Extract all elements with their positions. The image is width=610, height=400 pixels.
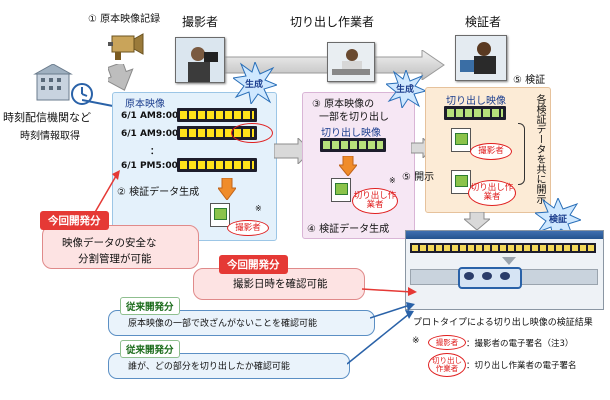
callout1-line1: 映像データの安全な: [62, 237, 157, 249]
panel3-side-text: 各検証データを共に開示: [534, 94, 545, 204]
legend-mark: ※: [412, 336, 420, 346]
verifier-label: 検証者: [465, 15, 502, 29]
generate-burst-1: [233, 62, 277, 104]
verify-burst: [535, 198, 581, 238]
prototype-window: [405, 230, 604, 310]
verifier-photo: [455, 35, 507, 81]
verification-doc-2: [331, 178, 351, 202]
panel1-step: ② 検証データ生成: [117, 187, 200, 198]
verify-down-arrow: [464, 212, 490, 230]
callout1-line2: 分割管理が可能: [78, 253, 152, 265]
recording-label: ① 原本映像記録: [88, 14, 161, 25]
panel2-step: ④ 検証データ生成: [307, 224, 390, 235]
panel3-disclose: ⑤ 開示: [402, 172, 435, 183]
asterisk-2: ※: [389, 176, 396, 185]
callout1-pointer: [93, 170, 120, 215]
callout3-pointer: [370, 302, 415, 319]
cut-selection-oval: [231, 123, 273, 143]
panel1-down-arrow: [218, 178, 236, 200]
verification-doc-1: [210, 203, 230, 227]
callout2-tag: 今回開発分: [219, 255, 288, 274]
record-arrow: [108, 64, 134, 91]
callout-who-cut: [108, 353, 350, 379]
generate-burst-2-label: 生成: [396, 85, 415, 95]
photographer-photo: [175, 37, 225, 83]
cutter-signature-2: 切り出し作業者: [352, 188, 398, 214]
film-strip-1: [177, 108, 257, 122]
cutter-photo: [327, 42, 375, 82]
verify-film-strip: [444, 106, 506, 120]
panel2-down-arrow: [339, 156, 357, 176]
generate-burst-1-label: 生成: [245, 80, 264, 90]
callout4-tag: 従来開発分: [120, 340, 180, 358]
panel2-sub: 切り出し映像: [321, 128, 381, 139]
panel1-time-2: 6/1 AM9:00: [121, 129, 179, 139]
panel1-time-4: 6/1 PM5:00: [121, 161, 178, 171]
photographer-signature-1: 撮影者: [227, 220, 269, 236]
cutter-label: 切り出し作業者: [290, 15, 375, 29]
panel3-step: ⑤ 検証: [513, 75, 546, 86]
panel1-time-1: 6/1 AM8:00: [121, 111, 179, 121]
clock-icon: [70, 82, 94, 106]
verification-doc-3b: [451, 170, 471, 194]
verify-burst-label: 検証: [549, 215, 568, 225]
cutter-signature-3: 切り出し作業者: [468, 180, 516, 206]
panel2-title-2: 一部を切り出し: [319, 112, 389, 123]
generate-burst-2: [386, 70, 426, 108]
verification-doc-3a: [451, 128, 471, 152]
panel2-title-1: ③ 原本映像の: [312, 99, 375, 110]
panel1-time-3: ：: [150, 147, 160, 157]
legend-oval-cutter: 切り出し作業者: [428, 353, 466, 377]
callout4-pointer: [347, 310, 414, 365]
disclose-bracket: [518, 123, 525, 185]
time-service-building-icon: [33, 63, 83, 102]
cut-panel: [302, 92, 415, 239]
legend-text-2: ：切り出し作業者の電子署名: [466, 361, 577, 371]
prototype-caption: プロトタイプによる切り出し映像の検証結果: [413, 318, 593, 328]
asterisk-1: ※: [255, 204, 262, 213]
legend-oval-photographer: 撮影者: [428, 335, 466, 350]
callout2-pointer: [362, 287, 417, 296]
time-info-label: 時刻情報取得: [20, 131, 80, 142]
callout2-text: 撮影日時を確認可能: [233, 278, 328, 290]
callout-split-management: [42, 225, 199, 269]
cut-film-strip: [320, 138, 386, 152]
callout1-tag: 今回開発分: [40, 211, 109, 230]
callout3-tag: 従来開発分: [120, 297, 180, 315]
callout3-text: 原本映像の一部で改ざんがないことを確認可能: [128, 319, 318, 329]
photographer-label: 撮影者: [182, 15, 219, 29]
legend-text-1: ：撮影者の電子署名（注3）: [466, 339, 574, 349]
time-service-label: 時刻配信機関など: [3, 111, 91, 124]
film-strip-3: [177, 158, 257, 172]
panel1-title: 原本映像: [125, 99, 165, 110]
callout4-text: 誰が、どの部分を切り出したか確認可能: [128, 362, 290, 372]
panel3-sub: 切り出し映像: [446, 96, 506, 107]
photographer-signature-3: 撮影者: [470, 143, 512, 160]
camera-icon: [106, 28, 144, 62]
